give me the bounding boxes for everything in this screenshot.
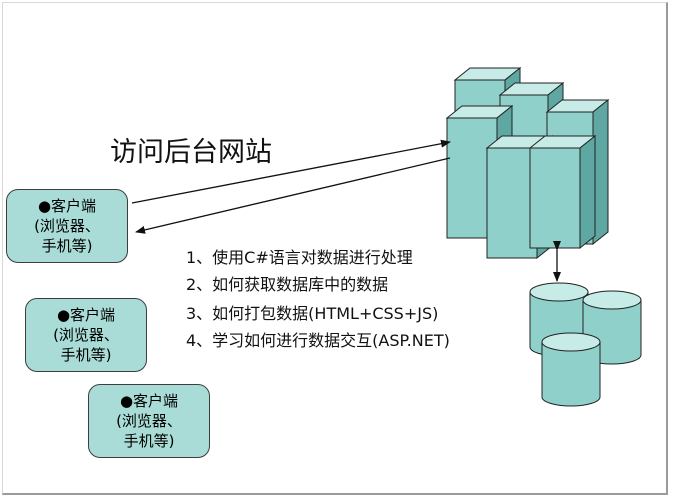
client-detail: (浏览器、 bbox=[53, 326, 119, 344]
client-detail: (浏览器、 bbox=[34, 217, 100, 235]
steps-list: 1、使用C#语言对数据进行处理 2、如何获取数据库中的数据 3、如何打包数据(H… bbox=[186, 247, 450, 357]
request-arrow bbox=[131, 139, 451, 204]
step-item-4: 4、学习如何进行数据交互(ASP.NET) bbox=[186, 331, 450, 350]
server-cluster-icon bbox=[445, 66, 610, 260]
database-cylinder bbox=[541, 332, 601, 407]
client-detail: (浏览器、 bbox=[116, 412, 182, 430]
response-arrow bbox=[135, 157, 451, 234]
client-label: ●客户端 bbox=[37, 197, 97, 215]
client-label: ●客户端 bbox=[119, 392, 179, 410]
client-box-3: ●客户端 (浏览器、 手机等) bbox=[88, 384, 210, 458]
database-cluster-icon bbox=[529, 282, 642, 407]
client-box-1: ●客户端 (浏览器、 手机等) bbox=[6, 189, 128, 263]
client-box-2: ●客户端 (浏览器、 手机等) bbox=[25, 298, 147, 372]
step-item-3: 3、如何打包数据(HTML+CSS+JS) bbox=[186, 304, 439, 323]
client-detail: 手机等) bbox=[60, 346, 112, 364]
server-block bbox=[528, 134, 597, 250]
step-item-2: 2、如何获取数据库中的数据 bbox=[186, 275, 389, 294]
client-detail: 手机等) bbox=[123, 432, 175, 450]
diagram-title: 访问后台网站 bbox=[110, 137, 272, 168]
step-item-1: 1、使用C#语言对数据进行处理 bbox=[186, 248, 413, 267]
client-detail: 手机等) bbox=[41, 237, 93, 255]
client-label: ●客户端 bbox=[56, 306, 116, 324]
